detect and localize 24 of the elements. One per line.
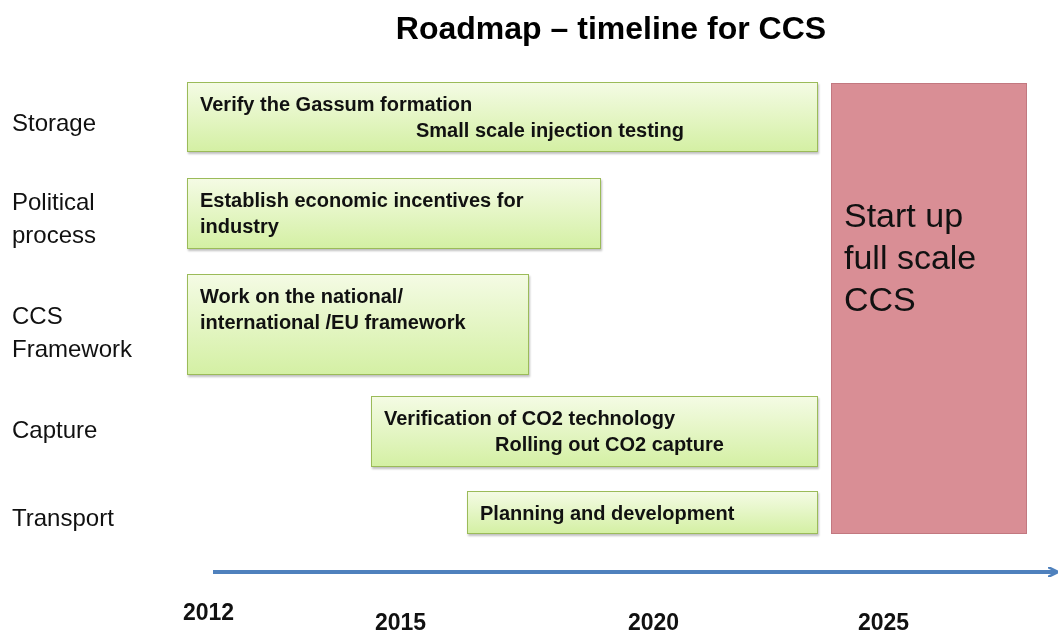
row-label: Transport	[12, 503, 115, 533]
activity-text: Rolling out CO2 capture	[494, 432, 725, 457]
activity-text: Planning and development	[480, 501, 736, 526]
year-label: 2012	[183, 598, 236, 627]
row-label: Storage	[12, 108, 98, 138]
activity-bar	[187, 82, 818, 152]
year-label: 2025	[858, 608, 911, 630]
year-label: 2020	[628, 608, 681, 630]
activity-text: Verification of CO2 technology	[384, 406, 677, 431]
activity-bar	[467, 491, 818, 534]
row-label: Political process	[12, 187, 98, 250]
activity-text: Establish economic incentives for industry	[200, 188, 525, 239]
year-label: 2015	[375, 608, 428, 630]
activity-text: Small scale injection testing	[415, 118, 685, 143]
activity-text: Work on the national/ international /EU framework	[200, 284, 467, 335]
activity-bar	[371, 396, 818, 467]
row-label: Capture	[12, 415, 99, 445]
chart-title: Roadmap – timeline for CCS	[394, 10, 828, 47]
milestone-text: Start up full scale CCS	[844, 195, 978, 320]
activity-bar	[187, 178, 601, 249]
row-label: CCS Framework	[12, 301, 133, 364]
activity-bar	[187, 274, 529, 375]
milestone-bar	[831, 83, 1027, 534]
activity-text: Verify the Gassum formation	[200, 92, 474, 117]
